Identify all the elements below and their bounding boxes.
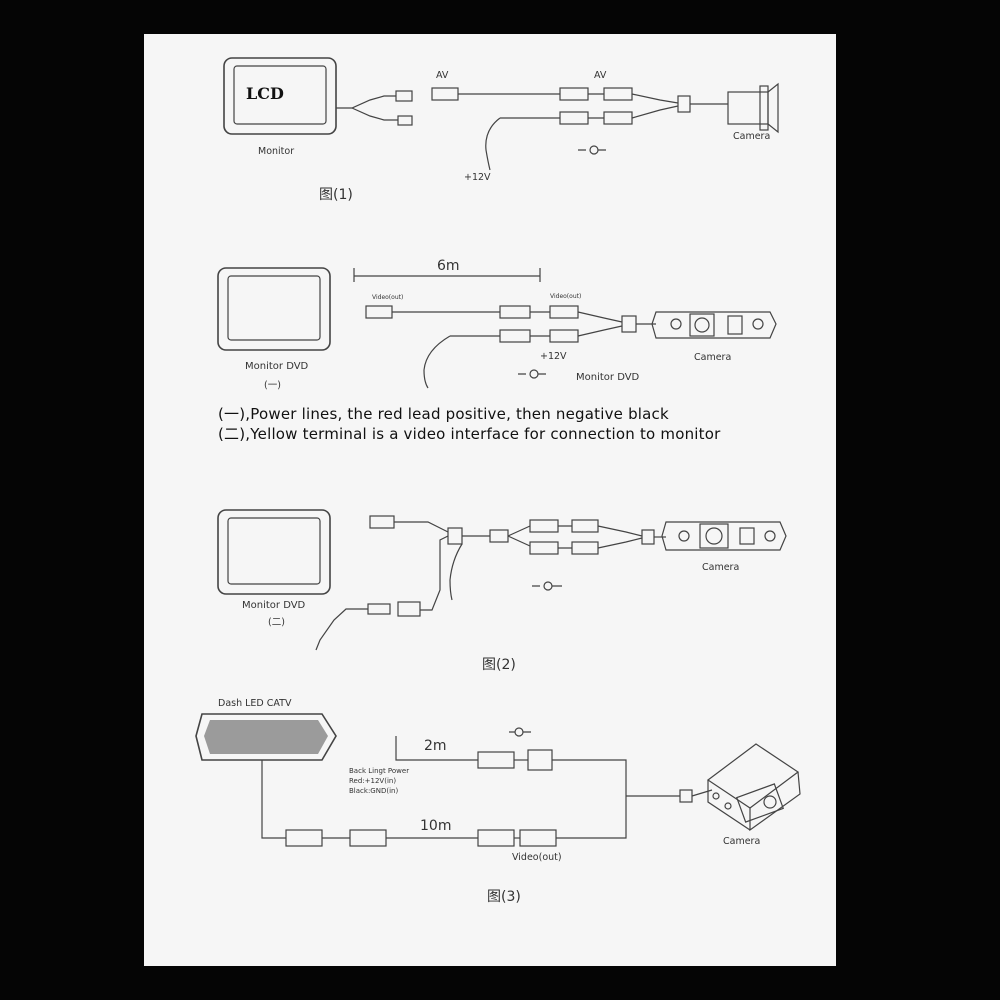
fig2b-cables (315, 515, 666, 651)
fig2-cables (365, 305, 656, 389)
fig3-cables (261, 736, 713, 847)
fig2-power-label: +12V (540, 351, 567, 362)
fig3-camera (706, 743, 801, 832)
fig2b-monitor-dvd-label: Monitor DVD (242, 600, 306, 611)
fig2-marker-one: (一) (264, 380, 281, 391)
fig3-red-label: Red:+12V(in) (349, 777, 397, 785)
fig1-power-label: +12V (464, 172, 491, 183)
fig2b-camera (661, 521, 787, 551)
fig3-video-out-label: Video(out) (512, 852, 562, 863)
fig1-ground-symbol (578, 145, 606, 155)
fig2b-marker-two: (二) (268, 617, 285, 628)
fig3-dash-label: Dash LED CATV (218, 698, 292, 709)
fig3-black-label: Black:GND(in) (349, 787, 399, 795)
fig2-distance-label: 6m (437, 258, 460, 274)
fig1-lcd-label: LCD (246, 84, 284, 103)
fig1-lcd-monitor (223, 57, 337, 135)
fig2b-monitor (217, 509, 331, 595)
fig2-video-out-right-label: Video(out) (550, 293, 582, 300)
fig3-caption: 图(3) (487, 889, 521, 905)
fig2-distance-line (353, 268, 541, 282)
fig3-10m-label: 10m (420, 818, 452, 834)
fig2-ground-symbol (518, 369, 546, 379)
fig2-monitor-dvd-right-label: Monitor DVD (576, 372, 640, 383)
fig2-monitor-dvd-label: Monitor DVD (245, 361, 309, 372)
fig3-back-light-label: Back Lingt Power (349, 767, 410, 775)
fig2-monitor (217, 267, 331, 351)
fig1-camera-label: Camera (733, 131, 771, 142)
fig2b-ground-symbol (532, 581, 562, 591)
fig2-camera (651, 311, 777, 339)
fig2-caption: 图(2) (482, 657, 516, 673)
fig1-camera (727, 82, 779, 134)
fig1-monitor-label: Monitor (258, 146, 295, 157)
fig2b-camera-label: Camera (702, 562, 740, 573)
fig2-camera-label: Camera (694, 352, 732, 363)
fig1-caption: 图(1) (319, 187, 353, 203)
fig1-cables (336, 87, 728, 171)
fig2-video-out-left-label: Video(out) (372, 294, 404, 301)
fig3-camera-label: Camera (723, 836, 761, 847)
fig3-ground-symbol (509, 727, 531, 737)
fig3-2m-label: 2m (424, 738, 447, 754)
note-yellow-terminal: (二),Yellow terminal is a video interface… (218, 425, 721, 443)
fig1-av-right-label: AV (594, 70, 607, 81)
fig1-av-left-label: AV (436, 70, 449, 81)
fig3-dash-display (195, 713, 337, 761)
note-power-lines: (一),Power lines, the red lead positive, … (218, 405, 669, 423)
